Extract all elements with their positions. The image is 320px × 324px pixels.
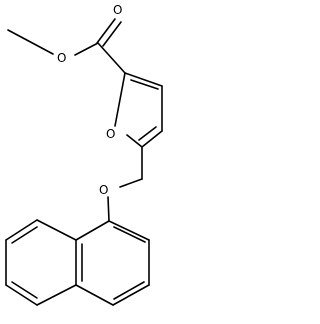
- carbonyl-oxygen-label: O: [113, 3, 122, 17]
- bond-naph-c8-c7-double: [11, 226, 38, 244]
- bond-carbonyl-double-1: [96, 18, 116, 44]
- bond-naph-c6-c5-double: [11, 281, 38, 299]
- bond-furan-c4-c5-double: [138, 126, 157, 141]
- bond-naph-c6-c5: [5, 284, 38, 306]
- bond-naph-c4-c4a: [75, 284, 114, 306]
- bond-naph-c8-c7: [5, 219, 38, 241]
- bond-carbonyl-ring: [97, 42, 126, 74]
- bond-ch2-ether-oxygen: [119, 178, 143, 188]
- bond-furan-c2-c3-double: [130, 79, 159, 90]
- bond-naph-c3-c4: [112, 284, 150, 306]
- bond-carbonyl-double-2: [102, 21, 122, 47]
- bond-furan-c2-oxygen: [114, 72, 126, 127]
- ester-oxygen-label: O: [57, 51, 66, 65]
- bond-naph-c5-c4a: [36, 284, 77, 306]
- bond-naph-c3-c4-double: [113, 281, 145, 300]
- bond-methyl-oxygen: [7, 29, 54, 55]
- bond-furan-oxygen-c5: [126, 134, 143, 148]
- ether-oxygen-label: O: [99, 183, 108, 197]
- bond-ester-oxygen-carbonyl: [74, 42, 99, 56]
- bond-furan-c4-c5: [141, 130, 163, 148]
- chemical-structure: O O O O: [5, 3, 163, 306]
- bond-ether-oxygen-naphthalene: [107, 196, 110, 222]
- bond-naph-c1-c2-double: [113, 226, 146, 243]
- bond-naph-c8a-c1: [75, 220, 110, 241]
- bond-naph-c1-c2: [108, 220, 150, 241]
- bond-furan-c2-c3: [124, 72, 163, 87]
- furan-oxygen-label: O: [106, 127, 115, 141]
- bond-naph-c8a-c8: [36, 219, 77, 241]
